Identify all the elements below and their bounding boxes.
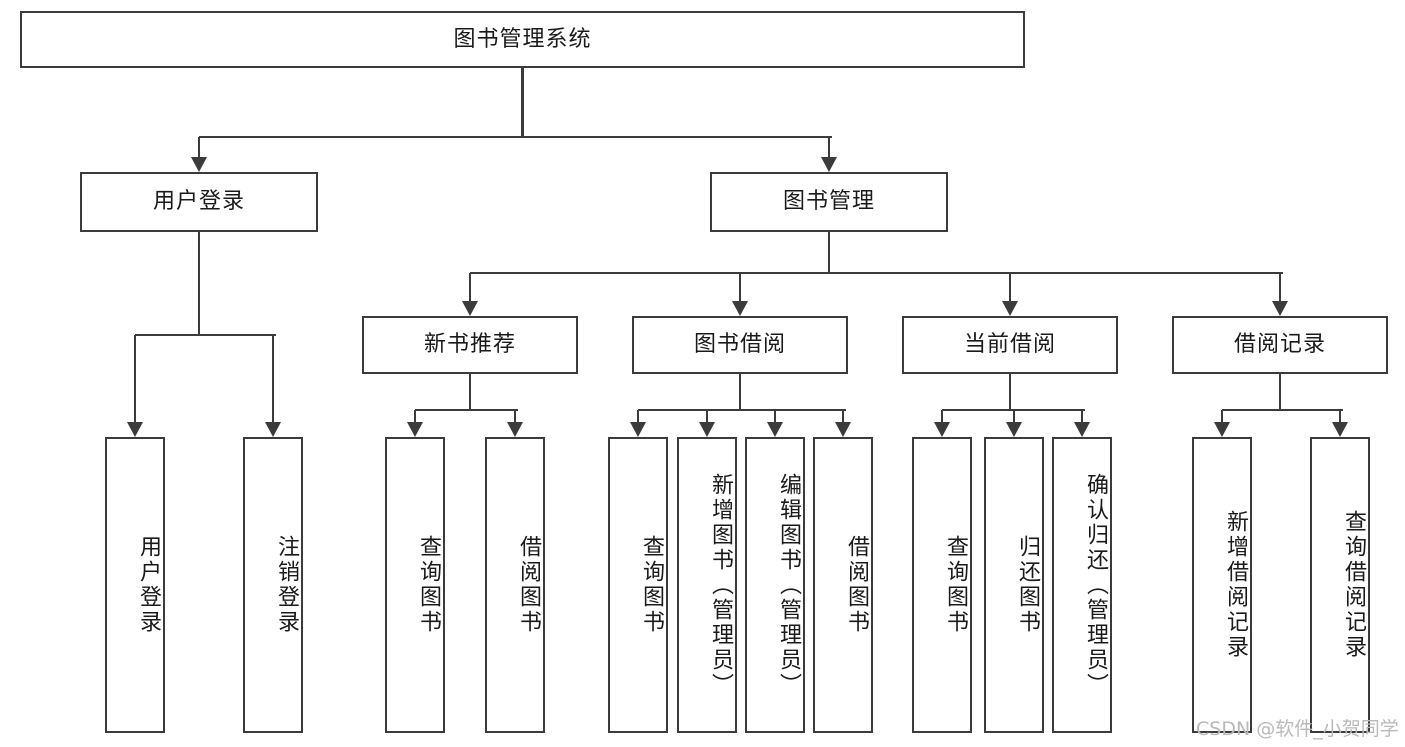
connector-bus	[638, 408, 846, 412]
connector-arrowhead	[1272, 301, 1288, 316]
connector-arrowhead	[1074, 422, 1090, 437]
connector-arrowhead	[699, 422, 715, 437]
node-label: 注销登录	[274, 535, 299, 635]
node-label: 用户登录	[152, 189, 245, 215]
node-label: 借阅记录	[1233, 332, 1326, 358]
node-label: 借阅图书	[844, 535, 869, 635]
connector-arrowhead	[732, 301, 748, 316]
node-label: 查询图书	[639, 535, 664, 635]
connector-branch	[1338, 410, 1342, 423]
node-label: 新增图书（管理员）	[708, 472, 733, 698]
connector-branch	[940, 410, 944, 423]
connector-branch	[738, 273, 742, 302]
node-borrow-record[interactable]: 借阅记录	[1172, 316, 1388, 374]
node-label: 图书管理	[782, 189, 875, 215]
connector-branch	[827, 137, 831, 158]
node-leaf-return-book[interactable]: 归还图书	[984, 437, 1044, 733]
node-leaf-query-borrow-record[interactable]: 查询借阅记录	[1310, 437, 1370, 733]
connector-arrowhead	[191, 157, 207, 172]
node-leaf-confirm-return-admin[interactable]: 确认归还（管理员）	[1052, 437, 1112, 733]
connector-arrowhead	[507, 422, 523, 437]
connector-branch	[636, 410, 640, 423]
connector-branch	[1008, 273, 1012, 302]
connector-trunk	[521, 68, 524, 137]
node-leaf-borrow-book-recommend[interactable]: 借阅图书	[485, 437, 545, 733]
connector-bus	[415, 408, 518, 412]
node-leaf-query-book-recommend[interactable]: 查询图书	[385, 437, 445, 733]
connector-trunk	[738, 374, 742, 410]
node-root-system[interactable]: 图书管理系统	[20, 11, 1025, 68]
connector-arrowhead	[1214, 422, 1230, 437]
connector-branch	[468, 273, 472, 302]
connector-branch	[413, 410, 417, 423]
node-user-login[interactable]: 用户登录	[80, 172, 318, 232]
connector-arrowhead	[462, 301, 478, 316]
connector-arrowhead	[1006, 422, 1022, 437]
connector-branch	[197, 137, 201, 158]
connector-bus	[1222, 408, 1343, 412]
node-label: 确认归还（管理员）	[1083, 472, 1108, 698]
node-leaf-query-book-current[interactable]: 查询图书	[912, 437, 972, 733]
connector-arrowhead	[630, 422, 646, 437]
connector-arrowhead	[1002, 301, 1018, 316]
node-label: 图书借阅	[693, 332, 786, 358]
node-book-borrow[interactable]: 图书借阅	[632, 316, 848, 374]
connector-bus	[470, 271, 1283, 275]
node-label: 新书推荐	[423, 332, 516, 358]
connector-arrowhead	[767, 422, 783, 437]
node-leaf-query-book-borrow[interactable]: 查询图书	[608, 437, 668, 733]
node-leaf-logout[interactable]: 注销登录	[243, 437, 303, 733]
node-current-borrow[interactable]: 当前借阅	[902, 316, 1118, 374]
connector-branch	[705, 410, 709, 423]
connector-arrowhead	[835, 422, 851, 437]
connector-bus	[199, 135, 832, 139]
connector-bus	[135, 333, 276, 337]
node-label: 新增借阅记录	[1223, 510, 1248, 660]
connector-branch	[841, 410, 845, 423]
connector-trunk	[468, 374, 472, 410]
node-leaf-borrow-book[interactable]: 借阅图书	[813, 437, 873, 733]
node-leaf-add-borrow-record[interactable]: 新增借阅记录	[1192, 437, 1252, 733]
connector-arrowhead	[265, 422, 281, 437]
node-label: 用户登录	[136, 535, 161, 635]
node-leaf-add-book-admin[interactable]: 新增图书（管理员）	[677, 437, 737, 733]
connector-arrowhead	[127, 422, 143, 437]
connector-trunk	[197, 232, 201, 335]
connector-branch	[1012, 410, 1016, 423]
connector-arrowhead	[407, 422, 423, 437]
node-label: 借阅图书	[516, 535, 541, 635]
connector-branch	[513, 410, 517, 423]
node-book-management[interactable]: 图书管理	[710, 172, 948, 232]
node-label: 查询借阅记录	[1341, 510, 1366, 660]
connector-trunk	[827, 232, 831, 273]
node-label: 查询图书	[943, 535, 968, 635]
node-label: 查询图书	[416, 535, 441, 635]
connector-branch	[1278, 273, 1282, 302]
connector-branch	[271, 335, 275, 423]
node-label: 图书管理系统	[453, 26, 592, 52]
node-label: 归还图书	[1015, 535, 1040, 635]
node-label: 编辑图书（管理员）	[776, 472, 801, 698]
connector-trunk	[1008, 374, 1012, 410]
connector-trunk	[1278, 374, 1282, 410]
connector-arrowhead	[821, 157, 837, 172]
connector-branch	[1220, 410, 1224, 423]
connector-branch	[133, 335, 137, 423]
node-leaf-user-login[interactable]: 用户登录	[105, 437, 165, 733]
node-leaf-edit-book-admin[interactable]: 编辑图书（管理员）	[745, 437, 805, 733]
connector-branch	[773, 410, 777, 423]
connector-branch	[1080, 410, 1084, 423]
connector-arrowhead	[1332, 422, 1348, 437]
connector-arrowhead	[934, 422, 950, 437]
node-label: 当前借阅	[963, 332, 1056, 358]
node-new-book-recommend[interactable]: 新书推荐	[362, 316, 578, 374]
